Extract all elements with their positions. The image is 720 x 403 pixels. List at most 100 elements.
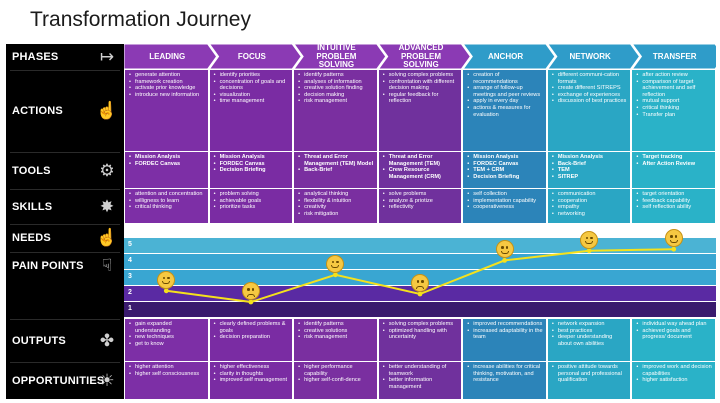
skills-item: communication <box>552 191 628 198</box>
phase-header-focus: FOCUS <box>215 44 296 70</box>
actions-item: creative solution finding <box>298 85 374 92</box>
opportunities-cell: better understanding of teamworkbetter i… <box>378 362 462 399</box>
actions-cell: after action reviewcomparison of target … <box>632 70 715 151</box>
actions-item: identify patterns <box>298 72 374 79</box>
tools-item: FORDEC Canvas <box>467 161 543 168</box>
outputs-cell: solving complex problemsoptimized handli… <box>378 319 462 361</box>
outputs-cell: individual way ahead planachieved goals … <box>632 319 715 361</box>
outputs-item: new techniques <box>129 334 205 341</box>
row-label-text: SKILLS <box>12 200 53 213</box>
opportunities-item: positive attitude towards personal and p… <box>552 364 628 384</box>
outputs-item: optimized handling with uncertainty <box>383 328 459 341</box>
level-number: 3 <box>128 273 132 280</box>
skills-item: self reflection ability <box>636 204 712 211</box>
happy-face-icon <box>157 270 176 289</box>
actions-item: arrange of follow-up meetings and peer r… <box>467 85 543 98</box>
phase-chevron <box>546 44 641 70</box>
outputs-cell: network expansionbest practicesdeeper un… <box>547 319 631 361</box>
outputs-cell: gain expanded understandingnew technique… <box>125 319 208 361</box>
tools-item: Threat and Error Management (TEM) Model <box>298 154 374 167</box>
spark-gear-icon: ✸ <box>99 196 115 216</box>
skills-item: self collection <box>467 191 543 198</box>
outputs-item: clearly defined problems & goals <box>214 321 290 334</box>
actions-item: generate attention <box>129 72 205 79</box>
skills-item: creativity <box>298 204 374 211</box>
actions-item: after action review <box>636 72 712 79</box>
actions-cell: different communi-cation formatscreate d… <box>547 70 631 151</box>
phase-chevron <box>208 44 302 70</box>
outputs-item: creative solutions <box>298 328 374 335</box>
skills-item: attention and concentration <box>129 191 205 198</box>
skills-item: empathy <box>552 204 628 211</box>
phase-header-label: ANCHOR <box>488 51 524 61</box>
outputs-cell: improved recommendationsincreased adapta… <box>463 319 546 361</box>
skills-item: implementation capability <box>467 198 543 205</box>
tools-item: Decision Briefing <box>214 167 290 174</box>
actions-item: creation of recommendations <box>467 72 543 85</box>
actions-item: concentration of goals and decisions <box>214 79 290 92</box>
skills-item: cooperation <box>552 198 628 205</box>
journey-point <box>248 299 254 305</box>
outputs-item: individual way ahead plan <box>636 321 712 328</box>
actions-cell: solving complex problemsconfrontation wi… <box>378 70 462 151</box>
outputs-item: improved recommendations <box>467 321 543 328</box>
skills-item: flexibility & intuition <box>298 198 374 205</box>
outputs-item: solving complex problems <box>383 321 459 328</box>
row-label-text: TOOLS <box>12 164 51 177</box>
skills-item: reflectivity <box>383 204 459 211</box>
phase-header-label: FOCUS <box>237 51 266 61</box>
opportunities-item: improved work and decision capabilities <box>636 364 712 377</box>
skills-cell: self collectionimplementation capability… <box>463 189 546 223</box>
journey-point <box>502 258 507 263</box>
phase-header-transfer: TRANSFER <box>637 44 718 70</box>
opportunities-cell: positive attitude towards personal and p… <box>547 362 631 399</box>
tools-item: Target tracking <box>636 154 712 161</box>
journey-point <box>333 272 338 278</box>
outputs-item: best practices <box>552 328 628 335</box>
actions-item: introduce new information <box>129 92 205 99</box>
skills-item: analyze & priotize <box>383 198 459 205</box>
actions-cell: generate attentionframework creationacti… <box>125 70 208 151</box>
outputs-item: deeper understanding about own abilities <box>552 334 628 347</box>
skills-cell: communicationcooperationempathynetworkin… <box>547 189 631 223</box>
actions-item: discussion of best practices <box>552 98 628 105</box>
row-label-skills: SKILLS ✸ <box>6 189 124 224</box>
row-separator <box>10 252 120 253</box>
actions-item: Transfer plan <box>636 112 712 119</box>
actions-item: time management <box>214 98 290 105</box>
skills-item: problem solving <box>214 191 290 198</box>
actions-cell: identify prioritiesconcentration of goal… <box>209 70 293 151</box>
tools-item: TEM <box>552 167 628 174</box>
tools-item: Threat and Error Management (TEM) <box>383 154 459 167</box>
level-number: 4 <box>128 257 132 264</box>
phase-header-label: LEADING <box>149 51 186 61</box>
skills-item: cooperativeness <box>467 204 543 211</box>
opportunities-item: higher self-confi-dence <box>298 377 374 384</box>
skills-cell: analytical thinkingflexibility & intuiti… <box>294 189 377 223</box>
actions-cell: identify patternsanalyses of information… <box>294 70 377 151</box>
tools-item: Crew Resource Management (CRM) <box>383 167 459 180</box>
level-band: 4 <box>124 254 716 269</box>
opportunities-item: higher satisfaction <box>636 377 712 384</box>
tools-cell: Threat and Error Management (TEM)Crew Re… <box>378 152 462 188</box>
actions-item: activate prior knowledge <box>129 85 205 92</box>
skills-item: analytical thinking <box>298 191 374 198</box>
outputs-item: decision preparation <box>214 334 290 341</box>
tools-cell: Mission AnalysisFORDEC Canvas <box>125 152 208 188</box>
skills-item: risk mitigation <box>298 211 374 218</box>
tools-item: After Action Review <box>636 161 712 168</box>
tools-item: Decision Briefing <box>467 174 543 181</box>
skills-item: willigness to learn <box>129 198 205 205</box>
opportunities-item: clarity in thoughts <box>214 371 290 378</box>
row-label-text: PAIN POINTS <box>12 260 84 272</box>
tools-cell: Mission AnalysisBack-BriefTEMSITREP <box>547 152 631 188</box>
outputs-item: achieved goals and progress/ document <box>636 328 712 341</box>
phase-header-arrows <box>124 44 716 70</box>
outputs-item: get to know <box>129 341 205 348</box>
phase-header-network: NETWORK <box>553 44 634 70</box>
phase-header-label: ADVANCED PROBLEM SOLVING <box>398 43 444 70</box>
opportunities-cell: higher effectivenessclarity in thoughtsi… <box>209 362 293 399</box>
phase-header-label: INTUITIVE PROBLEM SOLVING <box>316 43 357 70</box>
actions-item: decision making <box>298 92 374 99</box>
